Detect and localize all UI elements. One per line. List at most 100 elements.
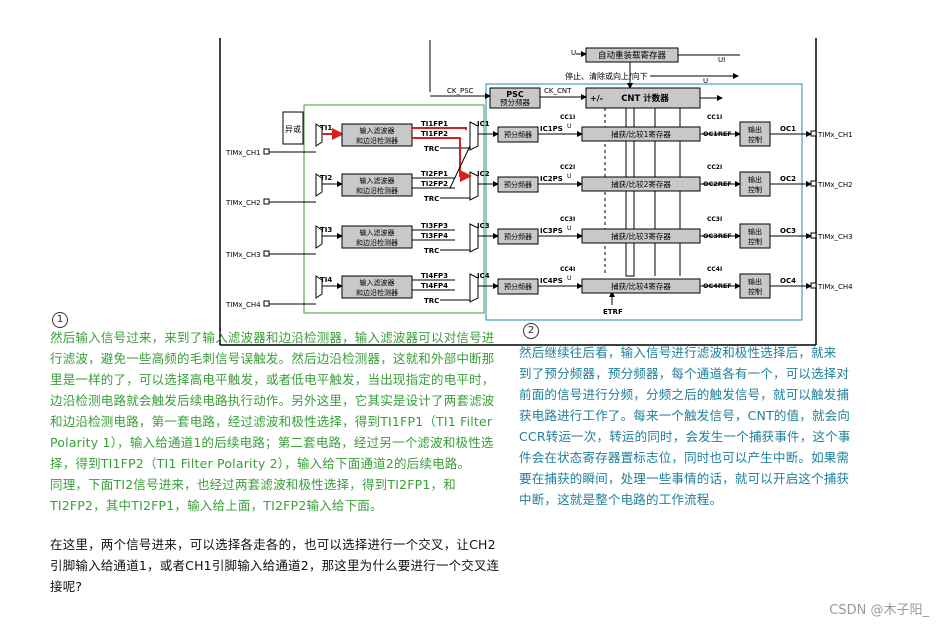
fp-a-label: TI1FP1 — [421, 120, 448, 128]
note-line: 同理，下面TI2信号进来，也经过两套滤波和极性选择，得到TI2FP1，和 — [50, 477, 456, 492]
capture-compare-label: 捕获/比较3寄存器 — [611, 231, 671, 241]
note-2-teal-text: 然后继续往后看，输入信号进行滤波和极性选择后，就来到了预分频器，预分频器，每个通… — [519, 342, 851, 510]
xor-gate — [282, 111, 304, 145]
note-line: 到了预分频器，预分频器，每个通道各有一个，可以选择对 — [519, 366, 850, 381]
output-pin-label: TIMx_CH1 — [817, 131, 853, 139]
output-control-label-2: 控制 — [748, 237, 762, 246]
note-line: TI2FP2，其中TI2FP1，输入给上面，TI2FP2输入给下面。 — [50, 498, 383, 513]
note-line: 接呢? — [50, 579, 83, 594]
cc-out-flag-label: CC1I — [707, 114, 722, 121]
fp-b-label: TI3FP4 — [421, 232, 448, 240]
cci-flag-label: CC2I — [560, 164, 575, 171]
xor-label: 异或 — [285, 124, 301, 134]
cci-flag-label: CC3I — [560, 216, 575, 223]
icps-label: IC1PS — [540, 125, 563, 133]
output-control-block — [739, 171, 771, 197]
output-control-label-1: 输出 — [748, 175, 762, 184]
csdn-watermark: CSDN @木子阳_ — [829, 603, 929, 618]
input-filter-block — [341, 275, 413, 299]
cc-out-flag-label: CC4I — [707, 266, 722, 273]
note-line: 要在捕获的瞬间，处理一些事情的话，就可以开启这个捕获 — [519, 471, 850, 486]
output-control-label-1: 输出 — [748, 277, 762, 286]
input-pin-square — [263, 198, 270, 205]
input-pin-square — [263, 300, 270, 307]
cnt-label: CNT 计数器 — [621, 93, 669, 104]
icps-label: IC4PS — [540, 277, 563, 285]
output-pin-label: TIMx_CH4 — [817, 283, 853, 291]
update-u-label: U — [567, 225, 571, 232]
etrf-label: ETRF — [603, 308, 623, 316]
fp-a-label: TI2FP1 — [421, 170, 448, 178]
channel-prescaler-label: 预分频器 — [504, 180, 532, 189]
trc-label: TRC — [424, 195, 439, 203]
ti-label: TI2 — [320, 174, 332, 182]
ic-label: IC2 — [477, 170, 490, 178]
ti2fp1-cross-wire — [449, 145, 471, 189]
ic-label: IC3 — [477, 222, 490, 230]
fp-b-label: TI4FP4 — [421, 282, 448, 290]
cci-flag-label: CC4I — [560, 266, 575, 273]
ui-label: UI — [718, 56, 725, 64]
oc-label: OC4 — [780, 277, 796, 285]
ic-selector-mux — [469, 273, 479, 303]
trc-label: TRC — [424, 145, 439, 153]
note-line: 在这里，两个信号进来，可以选择各走各的，也可以选择进行一个交叉，让CH2 — [50, 537, 496, 552]
edge-detector-label: 和边沿检测器 — [356, 288, 398, 297]
input-filter-label: 输入滤波器 — [360, 126, 395, 135]
icps-label: IC2PS — [540, 175, 563, 183]
update-u-label: U — [567, 173, 571, 180]
input-filter-label: 输入滤波器 — [360, 278, 395, 287]
ti-mux — [315, 173, 323, 197]
note-line: 然后输入信号过来，来到了输入滤波器和边沿检测器，输入滤波器可以对信号进 — [50, 330, 495, 345]
ic-label: IC1 — [477, 120, 490, 128]
note-line: 择，得到TI1FP2（TI1 Filter Polarity 2），输入给下面通… — [50, 456, 471, 471]
ti-mux — [315, 275, 323, 299]
red-fp1-path — [455, 127, 467, 130]
psc-prescaler-block — [489, 87, 541, 109]
input-pin-square — [263, 148, 270, 155]
ti-label: TI3 — [320, 226, 332, 234]
fp-b-label: TI2FP2 — [421, 180, 448, 188]
note-line: 前面的信号进行分频，分频之后的触发信号，就可以触发捕 — [519, 387, 850, 402]
psc-title: PSC — [506, 90, 524, 99]
u-input-label: U — [571, 49, 576, 57]
output-pin-square — [810, 180, 817, 187]
note-line: 获电路进行工作了。每来一个触发信号，CNT的值，就会向 — [519, 408, 851, 423]
ti-label: TI4 — [320, 276, 332, 284]
note-line: Polarity 1），输入给通道1的后续电路；第二套电路，经过另一个滤波和极性… — [50, 435, 494, 450]
oc-label: OC2 — [780, 175, 796, 183]
note-line: 边沿检测电路就会触发后续电路执行动作。另外这里，它其实是设计了两套滤波 — [50, 393, 495, 408]
oc-label: OC3 — [780, 227, 796, 235]
input-pin-label: TIMx_CH2 — [225, 199, 261, 207]
output-pin-square — [810, 232, 817, 239]
ic-selector-mux — [469, 171, 479, 201]
input-filter-label: 输入滤波器 — [360, 176, 395, 185]
annotation-marker-2: 2 — [523, 323, 539, 339]
note-line: CCR转运一次，转运的同时，会发生一个捕获事件，这个事 — [519, 429, 851, 444]
input-filter-block — [341, 123, 413, 147]
cnt-prefix: +/- — [590, 94, 603, 103]
annotation-marker-1: 1 — [52, 312, 68, 328]
note-line: 里是一样的了，可以选择高电平触发，或者低电平触发，当出现指定的电平时， — [50, 372, 495, 387]
edge-detector-label: 和边沿检测器 — [356, 136, 398, 145]
input-pin-label: TIMx_CH4 — [225, 301, 261, 309]
ck-psc-label: CK_PSC — [447, 87, 474, 95]
green-highlight-region — [303, 104, 485, 314]
stop-clear-label: 停止、清除或向上/向下 — [565, 71, 648, 81]
cc-out-flag-label: CC2I — [707, 164, 722, 171]
fp-a-label: TI3FP3 — [421, 222, 448, 230]
ic-selector-mux — [469, 223, 479, 253]
cci-flag-label: CC1I — [560, 114, 575, 121]
capture-compare-label: 捕获/比较2寄存器 — [611, 179, 671, 189]
edge-detector-label: 和边沿检测器 — [356, 238, 398, 247]
output-control-label-2: 控制 — [748, 185, 762, 194]
output-control-block — [739, 273, 771, 299]
trc-label: TRC — [424, 297, 439, 305]
trc-label: TRC — [424, 247, 439, 255]
icps-label: IC3PS — [540, 227, 563, 235]
update-u-label: U — [567, 123, 571, 130]
cc-out-flag-label: CC3I — [707, 216, 722, 223]
psc-subtitle: 预分频器 — [500, 97, 530, 107]
